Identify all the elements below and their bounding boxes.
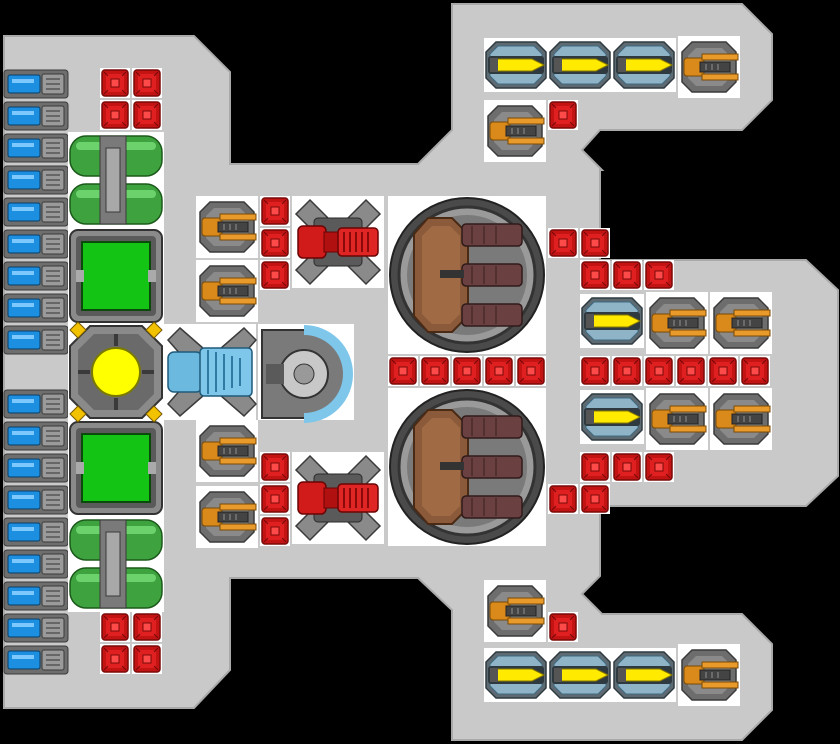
orange-gun-turret-icon[interactable] xyxy=(709,387,773,451)
battery-cell-icon[interactable] xyxy=(3,389,69,419)
yellow-missile-launcher-icon[interactable] xyxy=(547,37,613,93)
battery-cell-icon[interactable] xyxy=(3,517,69,547)
red-armor-block-icon[interactable] xyxy=(515,355,547,387)
green-fuel-tank-icon[interactable] xyxy=(67,515,165,613)
red-armor-block-icon[interactable] xyxy=(99,643,131,675)
battery-cell-icon[interactable] xyxy=(3,133,69,163)
red-armor-block-icon[interactable] xyxy=(131,67,163,99)
orange-gun-turret-icon[interactable] xyxy=(195,259,259,323)
red-armor-block-icon[interactable] xyxy=(259,451,291,483)
red-armor-block-icon[interactable] xyxy=(547,483,579,515)
red-armor-block-icon[interactable] xyxy=(259,195,291,227)
red-armor-block-icon[interactable] xyxy=(643,451,675,483)
red-armor-block-icon[interactable] xyxy=(483,355,515,387)
battery-cell-icon[interactable] xyxy=(3,325,69,355)
yellow-missile-launcher-icon[interactable] xyxy=(611,647,677,703)
battery-cell-icon[interactable] xyxy=(3,485,69,515)
orange-gun-turret-icon[interactable] xyxy=(195,419,259,483)
battery-cell-icon[interactable] xyxy=(3,645,69,675)
red-armor-block-icon[interactable] xyxy=(387,355,419,387)
yellow-missile-launcher-icon[interactable] xyxy=(483,37,549,93)
red-armor-block-icon[interactable] xyxy=(675,355,707,387)
battery-cell-icon[interactable] xyxy=(3,229,69,259)
red-armor-block-icon[interactable] xyxy=(643,259,675,291)
red-armor-block-icon[interactable] xyxy=(611,259,643,291)
armor-column-upper xyxy=(259,195,291,291)
red-armor-block-icon[interactable] xyxy=(547,227,579,259)
red-armor-block-icon[interactable] xyxy=(259,515,291,547)
battery-cell-icon[interactable] xyxy=(3,549,69,579)
red-armor-block-icon[interactable] xyxy=(131,99,163,131)
brown-triple-cannon-turret-icon[interactable] xyxy=(386,194,548,356)
red-armor-block-icon[interactable] xyxy=(419,355,451,387)
weapon-row-right-lower xyxy=(579,387,773,451)
battery-cell-icon[interactable] xyxy=(3,101,69,131)
battery-column-bottom xyxy=(3,389,69,675)
red-armor-block-icon[interactable] xyxy=(579,355,611,387)
battery-cell-icon[interactable] xyxy=(3,165,69,195)
red-heavy-laser-icon[interactable] xyxy=(291,451,385,545)
shield-dome-icon[interactable] xyxy=(258,324,354,423)
battery-column-top xyxy=(3,69,69,355)
armor-column-lower xyxy=(259,451,291,547)
battery-cell-icon[interactable] xyxy=(3,197,69,227)
yellow-missile-launcher-icon[interactable] xyxy=(611,37,677,93)
brown-triple-cannon-turret-icon[interactable] xyxy=(386,386,548,548)
red-armor-block-icon[interactable] xyxy=(259,259,291,291)
red-armor-block-icon[interactable] xyxy=(131,643,163,675)
red-heavy-laser-icon[interactable] xyxy=(291,195,385,289)
red-armor-block-icon[interactable] xyxy=(739,355,771,387)
yellow-missile-launcher-icon[interactable] xyxy=(579,293,645,349)
red-armor-block-icon[interactable] xyxy=(707,355,739,387)
red-armor-block-icon[interactable] xyxy=(643,355,675,387)
orange-gun-turret-icon[interactable] xyxy=(483,579,547,643)
battery-cell-icon[interactable] xyxy=(3,421,69,451)
green-generator-icon[interactable] xyxy=(67,227,165,325)
red-armor-block-icon[interactable] xyxy=(547,99,579,131)
battery-cell-icon[interactable] xyxy=(3,261,69,291)
yellow-missile-launcher-icon[interactable] xyxy=(579,389,645,445)
orange-gun-turret-icon[interactable] xyxy=(645,291,709,355)
red-armor-block-icon[interactable] xyxy=(611,355,643,387)
orange-gun-turret-icon[interactable] xyxy=(195,195,259,259)
battery-cell-icon[interactable] xyxy=(3,613,69,643)
battery-cell-icon[interactable] xyxy=(3,581,69,611)
armor-row-center xyxy=(387,355,547,387)
red-armor-block-icon[interactable] xyxy=(579,227,611,259)
red-armor-block-icon[interactable] xyxy=(451,355,483,387)
red-armor-block-icon[interactable] xyxy=(579,259,611,291)
orange-gun-turret-icon[interactable] xyxy=(645,387,709,451)
red-armor-block-icon[interactable] xyxy=(259,483,291,515)
yellow-missile-launcher-icon[interactable] xyxy=(547,647,613,703)
red-armor-block-icon[interactable] xyxy=(99,67,131,99)
green-generator-icon[interactable] xyxy=(67,419,165,517)
battery-cell-icon[interactable] xyxy=(3,293,69,323)
orange-gun-turret-icon[interactable] xyxy=(677,643,741,707)
yellow-reactor-core-icon[interactable] xyxy=(68,321,164,423)
red-armor-block-icon[interactable] xyxy=(131,611,163,643)
orange-gun-turret-icon[interactable] xyxy=(483,99,547,163)
orange-gun-turret-icon[interactable] xyxy=(195,485,259,549)
red-armor-block-icon[interactable] xyxy=(259,227,291,259)
orange-gun-turret-icon[interactable] xyxy=(709,291,773,355)
red-armor-block-icon[interactable] xyxy=(611,451,643,483)
red-armor-block-icon[interactable] xyxy=(99,611,131,643)
red-armor-block-icon[interactable] xyxy=(579,451,611,483)
battery-cell-icon[interactable] xyxy=(3,69,69,99)
orange-gun-turret-icon[interactable] xyxy=(677,35,741,99)
green-fuel-tank-icon[interactable] xyxy=(67,131,165,229)
yellow-missile-launcher-icon[interactable] xyxy=(483,647,549,703)
red-armor-block-icon[interactable] xyxy=(99,99,131,131)
blue-plasma-cannon-icon[interactable] xyxy=(164,324,258,420)
red-armor-block-icon[interactable] xyxy=(547,611,579,643)
weapon-row-right-upper xyxy=(579,291,773,355)
battery-cell-icon[interactable] xyxy=(3,453,69,483)
red-armor-block-icon[interactable] xyxy=(579,483,611,515)
